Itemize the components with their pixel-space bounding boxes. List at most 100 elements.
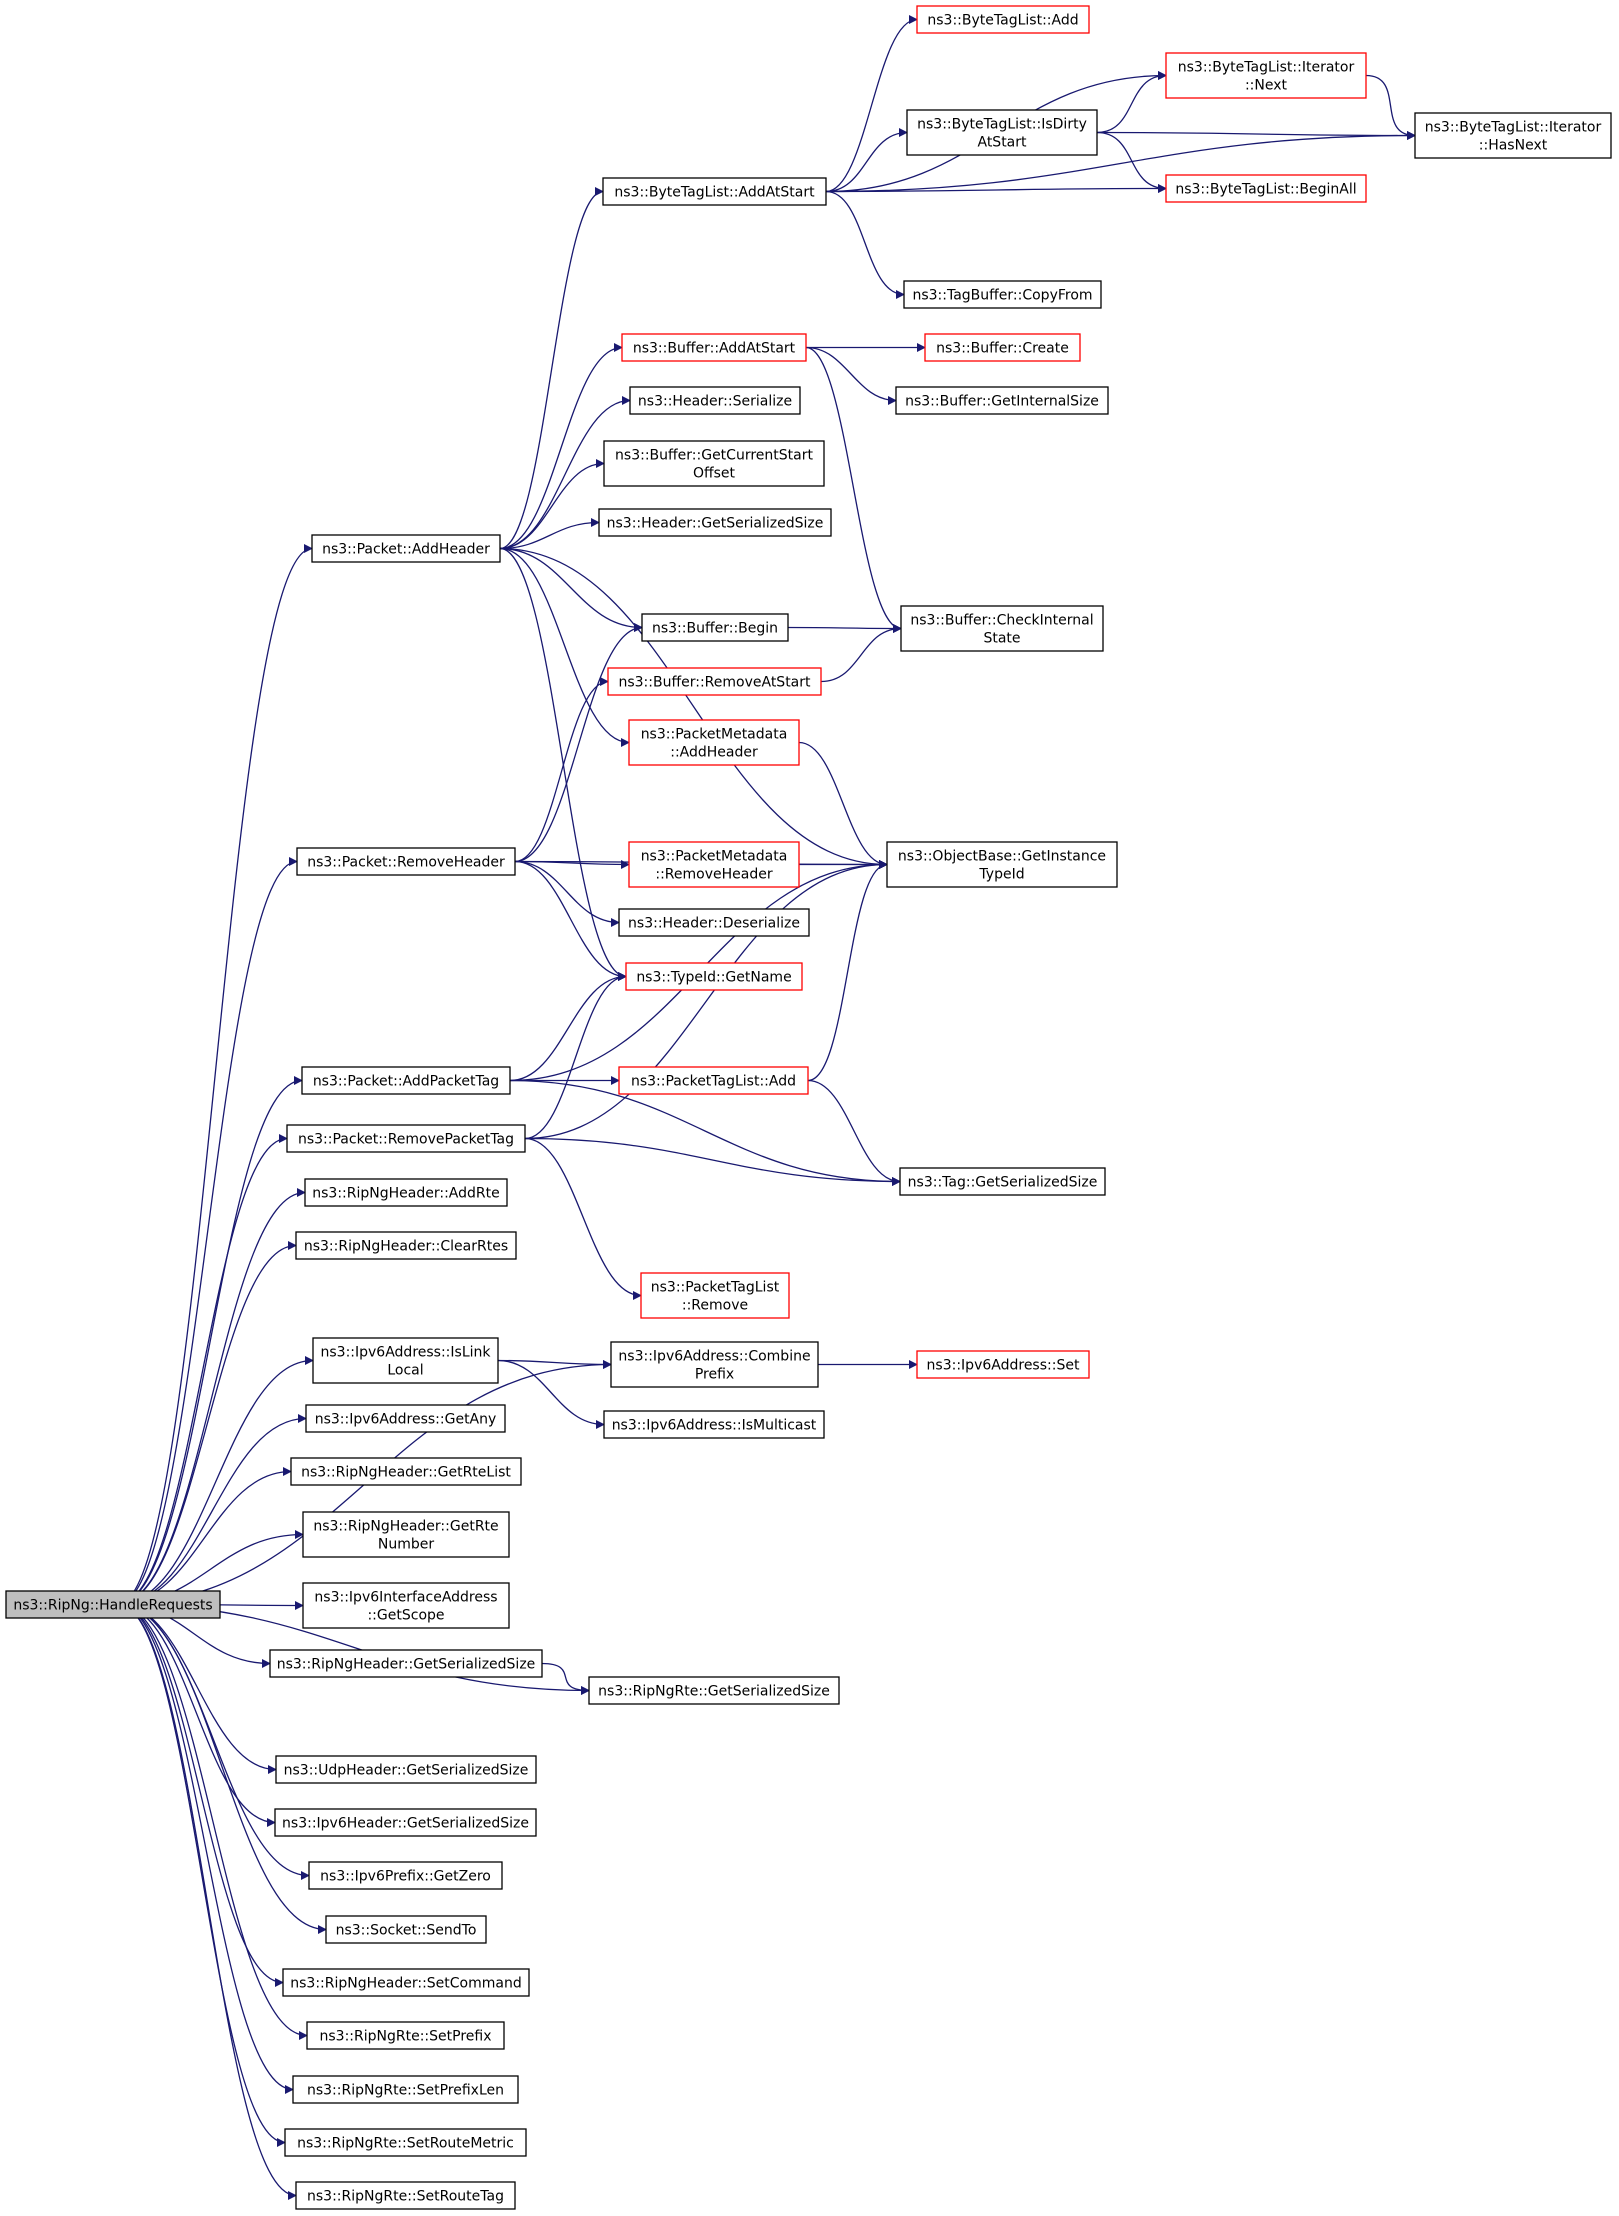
edge-root-to-rnrte-setprefixlen bbox=[117, 1603, 294, 2094]
node-buf-addatstart[interactable]: ns3::Buffer::AddAtStart bbox=[621, 333, 807, 362]
node-hdr-deserialize[interactable]: ns3::Header::Deserialize bbox=[618, 908, 810, 937]
edge-pkt-removeheader-to-hdr-deserialize bbox=[514, 860, 620, 927]
edge-pkt-addheader-to-btl-addatstart bbox=[499, 187, 604, 550]
edge-pkt-addheader-to-hdr-getsersize bbox=[499, 518, 600, 550]
node-root[interactable]: ns3::RipNg::HandleRequests bbox=[5, 1590, 221, 1619]
node-box bbox=[1414, 112, 1612, 159]
node-label: ns3::Packet::AddPacketTag bbox=[313, 1074, 499, 1090]
node-btl-it-hasnext[interactable]: ns3::ByteTagList::Iterator::HasNext bbox=[1414, 112, 1612, 159]
node-rnrte-getsersize[interactable]: ns3::RipNgRte::GetSerializedSize bbox=[588, 1676, 840, 1705]
node-label: ns3::Packet::RemovePacketTag bbox=[298, 1132, 514, 1148]
edge-ptl-add-to-ob-getinstancetypeid bbox=[807, 860, 888, 1082]
node-label: ns3::Ipv6Address::IsLink bbox=[321, 1345, 492, 1361]
node-label: Number bbox=[378, 1537, 434, 1553]
node-buf-removeatstart[interactable]: ns3::Buffer::RemoveAtStart bbox=[607, 667, 822, 696]
node-box bbox=[924, 333, 1081, 362]
node-label: ns3::Ipv6Header::GetSerializedSize bbox=[282, 1816, 529, 1832]
node-btl-addatstart[interactable]: ns3::ByteTagList::AddAtStart bbox=[602, 177, 827, 206]
node-rnh-getsersize[interactable]: ns3::RipNgHeader::GetSerializedSize bbox=[269, 1649, 543, 1678]
node-pm-removeheader[interactable]: ns3::PacketMetadata::RemoveHeader bbox=[628, 841, 800, 888]
node-label: ::Remove bbox=[682, 1298, 748, 1314]
node-box bbox=[290, 1457, 522, 1486]
edge-root-to-rnh-addrte bbox=[117, 1188, 306, 1605]
node-label: ns3::ByteTagList::Add bbox=[927, 13, 1078, 29]
node-btl-it-next[interactable]: ns3::ByteTagList::Iterator::Next bbox=[1165, 52, 1367, 99]
node-ptl-remove[interactable]: ns3::PacketTagList::Remove bbox=[640, 1272, 790, 1319]
node-socket-sendto[interactable]: ns3::Socket::SendTo bbox=[325, 1915, 487, 1944]
edge-root-to-rnh-setcommand bbox=[117, 1603, 284, 1987]
node-box bbox=[603, 440, 825, 487]
node-pkt-addpackettag[interactable]: ns3::Packet::AddPacketTag bbox=[301, 1066, 511, 1095]
node-hdr-getsersize[interactable]: ns3::Header::GetSerializedSize bbox=[598, 508, 832, 537]
node-label: ns3::Packet::AddHeader bbox=[322, 542, 490, 558]
node-label: ns3::UdpHeader::GetSerializedSize bbox=[284, 1763, 529, 1779]
node-tagbuf-copyfrom[interactable]: ns3::TagBuffer::CopyFrom bbox=[903, 280, 1102, 309]
node-ptl-add[interactable]: ns3::PacketTagList::Add bbox=[618, 1066, 809, 1095]
edge-root-to-pkt-addpackettag bbox=[117, 1076, 303, 1605]
edge-pkt-removepackettag-to-ob-getinstancetypeid bbox=[524, 860, 888, 1140]
node-box bbox=[903, 280, 1102, 309]
edge-pm-addheader-to-ob-getinstancetypeid bbox=[798, 741, 888, 869]
node-rnh-addrte[interactable]: ns3::RipNgHeader::AddRte bbox=[304, 1178, 508, 1207]
node-pkt-addheader[interactable]: ns3::Packet::AddHeader bbox=[311, 534, 501, 563]
node-rnh-getrtelist[interactable]: ns3::RipNgHeader::GetRteList bbox=[290, 1457, 522, 1486]
node-rnh-setcommand[interactable]: ns3::RipNgHeader::SetCommand bbox=[282, 1968, 530, 1997]
node-rnrte-setroutetag[interactable]: ns3::RipNgRte::SetRouteTag bbox=[295, 2181, 516, 2210]
node-buf-begin[interactable]: ns3::Buffer::Begin bbox=[641, 613, 789, 642]
node-ipv6p-getzero[interactable]: ns3::Ipv6Prefix::GetZero bbox=[308, 1861, 503, 1890]
edge-btl-isdirty-to-btl-it-hasnext bbox=[1096, 130, 1416, 140]
node-box bbox=[292, 2075, 519, 2104]
node-label: ns3::TypeId::GetName bbox=[636, 970, 791, 986]
node-btl-beginall[interactable]: ns3::ByteTagList::BeginAll bbox=[1165, 174, 1367, 203]
node-ipv6-ismulticast[interactable]: ns3::Ipv6Address::IsMulticast bbox=[603, 1410, 825, 1439]
node-rnh-clearrtes[interactable]: ns3::RipNgHeader::ClearRtes bbox=[295, 1231, 517, 1260]
node-rnrte-setprefix[interactable]: ns3::RipNgRte::SetPrefix bbox=[306, 2021, 505, 2050]
node-label: ns3::RipNgHeader::ClearRtes bbox=[304, 1239, 508, 1255]
node-ipv6-getany[interactable]: ns3::Ipv6Address::GetAny bbox=[305, 1404, 506, 1433]
node-pkt-removepackettag[interactable]: ns3::Packet::RemovePacketTag bbox=[286, 1124, 526, 1153]
node-buf-create[interactable]: ns3::Buffer::Create bbox=[924, 333, 1081, 362]
node-label: ns3::PacketTagList::Add bbox=[631, 1074, 796, 1090]
node-hdr-serialize[interactable]: ns3::Header::Serialize bbox=[629, 386, 801, 415]
node-rnrte-setprefixlen[interactable]: ns3::RipNgRte::SetPrefixLen bbox=[292, 2075, 519, 2104]
node-pkt-removeheader[interactable]: ns3::Packet::RemoveHeader bbox=[296, 847, 516, 876]
edge-root-to-ipv6-getany bbox=[117, 1414, 307, 1605]
node-udp-getsersize[interactable]: ns3::UdpHeader::GetSerializedSize bbox=[275, 1755, 537, 1784]
node-box bbox=[286, 1124, 526, 1153]
node-box bbox=[302, 1511, 510, 1558]
node-ipv6h-getsersize[interactable]: ns3::Ipv6Header::GetSerializedSize bbox=[274, 1808, 537, 1837]
edge-root-to-socket-sendto bbox=[117, 1603, 327, 1934]
node-ipv6-set[interactable]: ns3::Ipv6Address::Set bbox=[916, 1350, 1090, 1379]
node-label: ns3::PacketMetadata bbox=[641, 727, 788, 743]
node-label: ns3::RipNgRte::GetSerializedSize bbox=[598, 1684, 830, 1700]
edge-btl-it-next-to-btl-it-hasnext bbox=[1365, 74, 1416, 140]
node-typeid-getname[interactable]: ns3::TypeId::GetName bbox=[625, 962, 803, 991]
node-box bbox=[640, 1272, 790, 1319]
node-tag-getsersize[interactable]: ns3::Tag::GetSerializedSize bbox=[899, 1167, 1106, 1196]
node-label: ns3::Buffer::GetInternalSize bbox=[905, 394, 1099, 410]
edge-root-to-pkt-removepackettag bbox=[117, 1134, 288, 1605]
node-pm-addheader[interactable]: ns3::PacketMetadata::AddHeader bbox=[628, 719, 800, 766]
node-label: ::AddHeader bbox=[670, 745, 758, 761]
edge-btl-addatstart-to-tagbuf-copyfrom bbox=[825, 190, 905, 299]
edge-pkt-removeheader-to-buf-removeatstart bbox=[514, 677, 609, 863]
node-label: ns3::ObjectBase::GetInstance bbox=[898, 849, 1106, 865]
edge-btl-addatstart-to-btl-beginall bbox=[825, 184, 1167, 194]
node-label: ns3::Header::Deserialize bbox=[628, 916, 800, 932]
node-buf-getinternalsize[interactable]: ns3::Buffer::GetInternalSize bbox=[895, 386, 1109, 415]
edge-rnh-getsersize-to-rnrte-getsersize bbox=[541, 1662, 590, 1695]
node-ipv6if-getscope[interactable]: ns3::Ipv6InterfaceAddress::GetScope bbox=[302, 1582, 510, 1629]
node-label: ns3::RipNgRte::SetRouteMetric bbox=[297, 2136, 514, 2152]
node-rnrte-setroutemetric[interactable]: ns3::RipNgRte::SetRouteMetric bbox=[284, 2128, 527, 2157]
node-label: ::RemoveHeader bbox=[655, 867, 772, 883]
node-box bbox=[296, 847, 516, 876]
node-box bbox=[295, 1231, 517, 1260]
node-btl-add[interactable]: ns3::ByteTagList::Add bbox=[916, 5, 1090, 34]
